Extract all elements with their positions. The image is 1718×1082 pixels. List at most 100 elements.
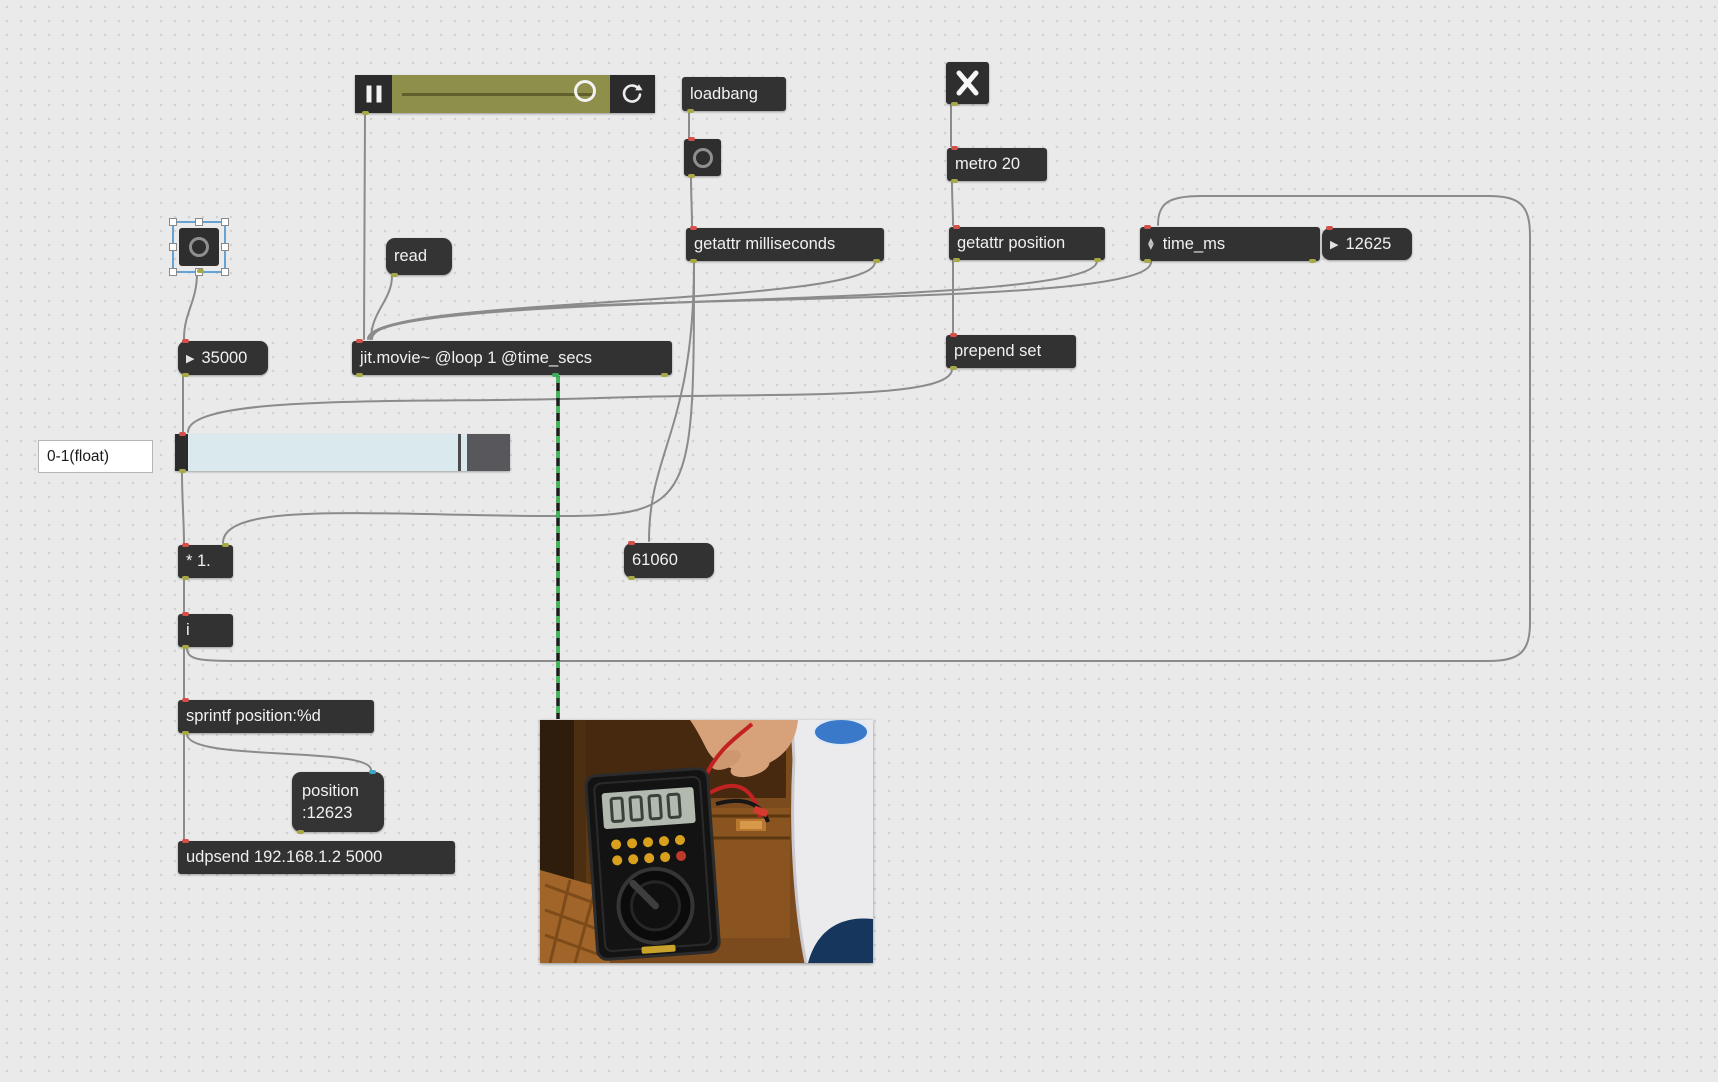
outlet-nub[interactable]: [391, 273, 398, 277]
outlet-nub[interactable]: [182, 731, 189, 735]
outlet-nub[interactable]: [951, 102, 958, 106]
patch-cord[interactable]: [690, 176, 693, 227]
inlet-nub[interactable]: [182, 543, 189, 547]
selection-handle[interactable]: [169, 218, 177, 226]
inlet-nub[interactable]: [222, 543, 229, 547]
outlet-nub[interactable]: [953, 258, 960, 262]
slider-right-handle[interactable]: [467, 434, 510, 471]
outlet-nub[interactable]: [1309, 259, 1316, 263]
getattr-milliseconds-label: getattr milliseconds: [694, 235, 836, 253]
inlet-nub[interactable]: [951, 146, 958, 150]
selection-handle[interactable]: [169, 268, 177, 276]
spinner-arrows-icon[interactable]: ▲▼: [1148, 235, 1154, 251]
outlet-nub[interactable]: [1144, 259, 1151, 263]
outlet-nub[interactable]: [182, 645, 189, 649]
patch-cord[interactable]: [186, 733, 372, 771]
inlet-nub[interactable]: [1144, 225, 1151, 229]
inlet-nub[interactable]: [179, 432, 186, 436]
patch-cord[interactable]: [648, 261, 695, 542]
selection-handle[interactable]: [221, 268, 229, 276]
metro-object[interactable]: metro 20: [947, 146, 1047, 183]
playbar[interactable]: [355, 75, 655, 115]
patch-cord[interactable]: [183, 272, 198, 340]
patch-cord[interactable]: [951, 181, 954, 226]
outlet-nub[interactable]: [661, 373, 668, 377]
udpsend-label: udpsend 192.168.1.2 5000: [186, 848, 383, 866]
outlet-nub[interactable]: [687, 109, 694, 113]
bang-button[interactable]: [684, 137, 721, 178]
jit-movie-object[interactable]: jit.movie~ @loop 1 @time_secs: [352, 339, 672, 377]
multimeter: [584, 767, 721, 961]
patch-cord[interactable]: [181, 471, 185, 544]
patch-cord[interactable]: [363, 112, 366, 340]
getattr-milliseconds-object[interactable]: getattr milliseconds: [686, 226, 884, 263]
multiply-object[interactable]: * 1.: [178, 543, 233, 580]
outlet-nub[interactable]: [182, 576, 189, 580]
playbar-knob[interactable]: [574, 80, 596, 102]
selection-handle[interactable]: [195, 218, 203, 226]
multiply-label: * 1.: [186, 552, 211, 570]
inlet-nub[interactable]: [690, 226, 697, 230]
inlet-nub[interactable]: [182, 698, 189, 702]
udpsend-object[interactable]: udpsend 192.168.1.2 5000: [178, 839, 455, 874]
playbar-track-line: [402, 93, 594, 96]
inlet-nub[interactable]: [953, 225, 960, 229]
outlet-nub[interactable]: [628, 576, 635, 580]
inlet-nub[interactable]: [1326, 226, 1333, 230]
outlet-nub[interactable]: [179, 469, 186, 473]
prepend-set-object[interactable]: prepend set: [946, 333, 1076, 370]
time-ms-attrui[interactable]: ▲▼ time_ms: [1140, 225, 1320, 263]
inlet-nub[interactable]: [182, 339, 189, 343]
inlet-nub[interactable]: [182, 612, 189, 616]
patch-cord[interactable]: [371, 261, 1152, 340]
playbar-slider[interactable]: [392, 75, 610, 113]
bang-button[interactable]: [179, 228, 219, 266]
patch-cord[interactable]: [187, 368, 953, 433]
loadbang-object[interactable]: loadbang: [682, 77, 786, 113]
outlet-nub[interactable]: [950, 366, 957, 370]
loop-button[interactable]: [610, 75, 655, 113]
number-box-61060[interactable]: 61060: [624, 541, 714, 580]
inlet-nub[interactable]: [628, 541, 635, 545]
int-object[interactable]: i: [178, 612, 233, 649]
inlet-nub[interactable]: [369, 770, 376, 774]
number-box-35000[interactable]: ▶ 35000: [178, 339, 268, 377]
range-slider[interactable]: [175, 432, 510, 473]
outlet-nub[interactable]: [951, 179, 958, 183]
getattr-position-object[interactable]: getattr position: [949, 225, 1105, 262]
selection-handle[interactable]: [221, 218, 229, 226]
outlet-nub[interactable]: [690, 259, 697, 263]
selected-bang-button[interactable]: [169, 218, 229, 276]
comment-box[interactable]: 0-1(float): [38, 440, 153, 473]
patch-cord[interactable]: [369, 260, 1098, 340]
inlet-nub[interactable]: [182, 839, 189, 843]
selection-handle[interactable]: [169, 243, 177, 251]
inlet-nub[interactable]: [356, 339, 363, 343]
position-message-box[interactable]: position :12623: [292, 770, 384, 834]
outlet-nub[interactable]: [182, 373, 189, 377]
read-message-box[interactable]: read: [386, 238, 452, 277]
video-preview-pwindow[interactable]: [540, 718, 873, 964]
inlet-nub[interactable]: [950, 333, 957, 337]
outlet-nub[interactable]: [197, 269, 204, 273]
time-ms-number-box[interactable]: ▶ 12625: [1322, 226, 1412, 260]
outlet-nub[interactable]: [297, 830, 304, 834]
pause-button[interactable]: [355, 75, 392, 113]
selection-handle[interactable]: [221, 243, 229, 251]
outlet-nub[interactable]: [1094, 258, 1101, 262]
outlet-nub[interactable]: [688, 174, 695, 178]
yellow-buttons: [611, 834, 685, 866]
appliance-logo: [814, 719, 868, 745]
patch-cord[interactable]: [222, 261, 695, 544]
toggle-object[interactable]: [946, 62, 989, 106]
matrix-outlet-nub[interactable]: [552, 373, 559, 377]
patch-cord[interactable]: [370, 275, 393, 340]
sprintf-object[interactable]: sprintf position:%d: [178, 698, 374, 735]
outlet-nub[interactable]: [362, 111, 369, 115]
outlet-nub[interactable]: [356, 373, 363, 377]
bang-circle-icon: [189, 237, 209, 257]
outlet-nub[interactable]: [873, 259, 880, 263]
slider-left-handle[interactable]: [175, 434, 188, 471]
inlet-nub[interactable]: [688, 137, 695, 141]
